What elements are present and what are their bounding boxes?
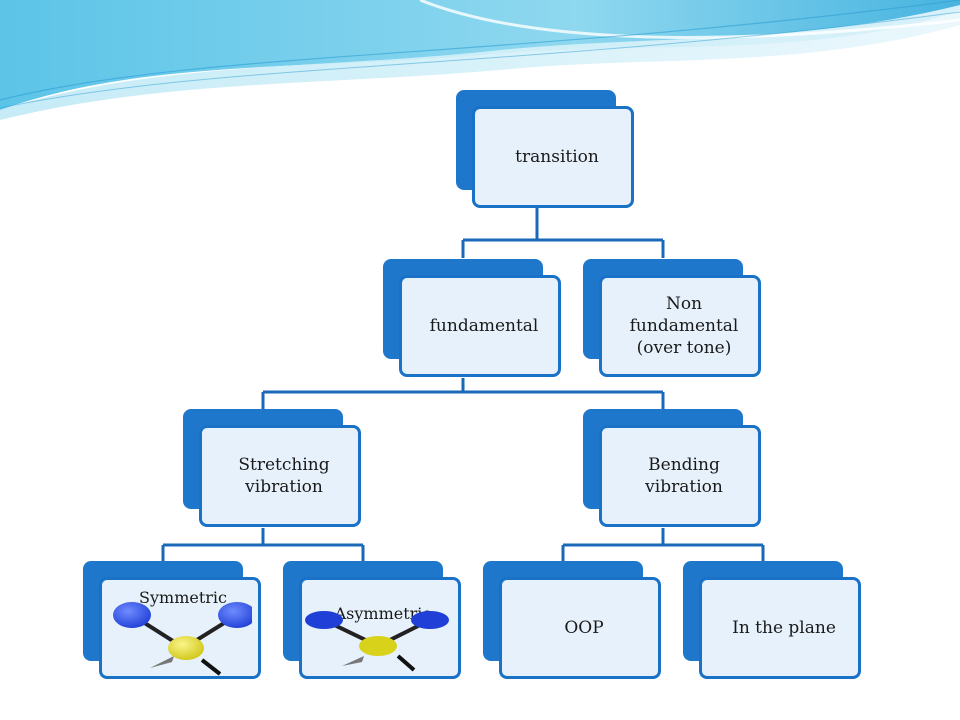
node-label-bending: Bending vibration: [645, 455, 723, 497]
node-front: OOP: [499, 577, 661, 679]
node-front: Non fundamental (over tone): [599, 275, 761, 377]
node-front: Asymmetric: [299, 577, 461, 679]
symmetric-stretch-molecule-icon: [113, 602, 252, 676]
node-label-stretching: Stretching vibration: [238, 455, 330, 497]
node-front: Bending vibration: [599, 425, 761, 527]
node-label-asymmetric: Asymmetric: [334, 604, 432, 623]
node-label-fundamental: fundamental: [429, 316, 539, 336]
asymmetric-stretch-molecule-icon: [305, 611, 449, 672]
node-label-transition: transition: [515, 147, 599, 167]
connector-fundamental: [261, 378, 665, 410]
node-label-symmetric: Symmetric: [139, 588, 227, 607]
connector-stretching: [161, 528, 365, 562]
node-front: In the plane: [699, 577, 861, 679]
node-label-oop: OOP: [564, 618, 604, 638]
node-front: Stretching vibration: [199, 425, 361, 527]
node-front: fundamental: [399, 275, 561, 377]
connector-bending: [561, 528, 765, 562]
connector-root: [461, 208, 665, 258]
node-label-non-fundamental: Non fundamental (over tone): [629, 294, 739, 358]
node-front: Symmetric: [99, 577, 261, 679]
node-label-in-the-plane: In the plane: [732, 618, 836, 638]
node-front: transition: [472, 106, 634, 208]
